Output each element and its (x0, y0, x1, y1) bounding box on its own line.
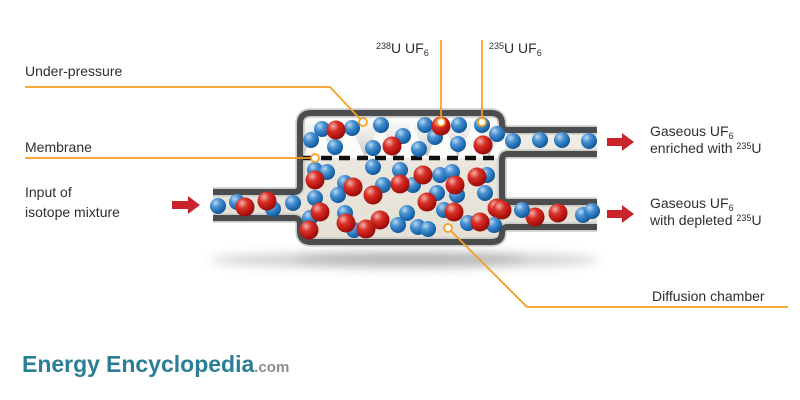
u235-mass: 235 (489, 41, 505, 51)
u238-index: 6 (423, 48, 429, 58)
u238-mass: 238 (376, 41, 392, 51)
molecule-u238 (235, 197, 255, 217)
input-arrow (172, 196, 200, 214)
molecule-u238 (417, 192, 437, 212)
molecule-u235 (307, 190, 323, 206)
output-arrow-depleted (607, 205, 634, 223)
molecule-u235 (417, 117, 433, 133)
molecule-u235 (489, 126, 505, 142)
molecule-u235 (532, 132, 548, 148)
molecule-u238 (470, 212, 490, 232)
diffusion-chamber-label: Diffusion chamber (652, 288, 765, 304)
molecule-u235 (210, 198, 226, 214)
molecule-u235 (303, 132, 319, 148)
molecule-u235 (432, 167, 448, 183)
molecule-u238 (326, 120, 346, 140)
output-depleted-line1: Gaseous UF6 (650, 195, 734, 213)
molecule-u238 (445, 175, 465, 195)
under-pressure-marker (358, 117, 368, 127)
diffusion-chamber-callout-line (450, 230, 788, 308)
output-enriched-line1: Gaseous UF6 (650, 123, 734, 141)
molecule-u235 (373, 117, 389, 133)
diffusion-chamber-marker (443, 223, 453, 233)
molecule-u235 (365, 159, 381, 175)
input-label-line1: Input of (25, 184, 72, 200)
molecule-u238 (363, 185, 383, 205)
molecule-u238 (310, 202, 330, 222)
u235-marker (477, 117, 487, 127)
molecule-u235 (554, 132, 570, 148)
molecule-u235 (411, 141, 427, 157)
output-arrow-enriched (607, 133, 634, 151)
molecule-u235 (392, 162, 408, 178)
molecule-u235 (450, 136, 466, 152)
input-label: Input of isotope mixture (25, 182, 120, 222)
under-pressure-label: Under-pressure (25, 63, 123, 79)
logo-word1: Energy (22, 351, 100, 377)
molecule-u238 (356, 219, 376, 239)
molecule-u235 (399, 205, 415, 221)
molecule-u235 (420, 221, 436, 237)
under-pressure-callout-line (25, 86, 362, 121)
molecule-u238 (390, 174, 410, 194)
molecule-u235 (344, 120, 360, 136)
callout-markers (310, 117, 487, 233)
molecule-u238 (305, 170, 325, 190)
molecule-u235 (477, 185, 493, 201)
molecule-u235 (584, 203, 600, 219)
output-enriched-line2: enriched with 235U (650, 140, 762, 156)
molecule-u238 (343, 177, 363, 197)
callout-lines (25, 40, 788, 308)
u238-formula: U UF (391, 40, 424, 56)
molecule-u235 (285, 195, 301, 211)
molecule-u235 (514, 202, 530, 218)
molecule-u238 (444, 202, 464, 222)
molecule-u238 (299, 220, 319, 240)
flow-arrows (172, 133, 634, 223)
molecule-u238 (382, 136, 402, 156)
molecule-u235 (314, 121, 330, 137)
output-depleted-label: Gaseous UF6 with depleted 235U (650, 195, 762, 229)
molecule-u235 (451, 117, 467, 133)
molecule-u238 (525, 207, 545, 227)
input-label-line2: isotope mixture (25, 204, 120, 220)
molecule-u238 (473, 135, 493, 155)
molecule-u235 (390, 217, 406, 233)
molecule-u238 (257, 191, 277, 211)
logo-word2: Encyclopedia (105, 351, 255, 377)
output-depleted-line2: with depleted 235U (650, 212, 762, 228)
molecules-group (210, 116, 600, 240)
chamber-shadow (210, 252, 600, 268)
logo-suffix: .com (254, 359, 290, 376)
molecule-u238 (370, 210, 390, 230)
molecule-u238 (467, 167, 487, 187)
molecule-u235 (330, 187, 346, 203)
u238-label: 238U UF6 (376, 40, 429, 58)
molecule-u235 (505, 133, 521, 149)
molecule-u238 (336, 213, 356, 233)
u235-formula: U UF (504, 40, 537, 56)
molecule-u235 (327, 139, 343, 155)
u238-marker (436, 117, 446, 127)
molecule-u235 (486, 217, 502, 233)
molecule-u238 (413, 165, 433, 185)
molecule-u235 (581, 133, 597, 149)
molecule-u238 (548, 203, 568, 223)
output-enriched-label: Gaseous UF6 enriched with 235U (650, 123, 762, 157)
molecule-u235 (365, 140, 381, 156)
molecule-u238 (492, 200, 512, 220)
u235-label: 235U UF6 (489, 40, 542, 58)
u235-index: 6 (536, 48, 542, 58)
membrane-label: Membrane (25, 139, 92, 155)
membrane-marker (310, 153, 320, 163)
